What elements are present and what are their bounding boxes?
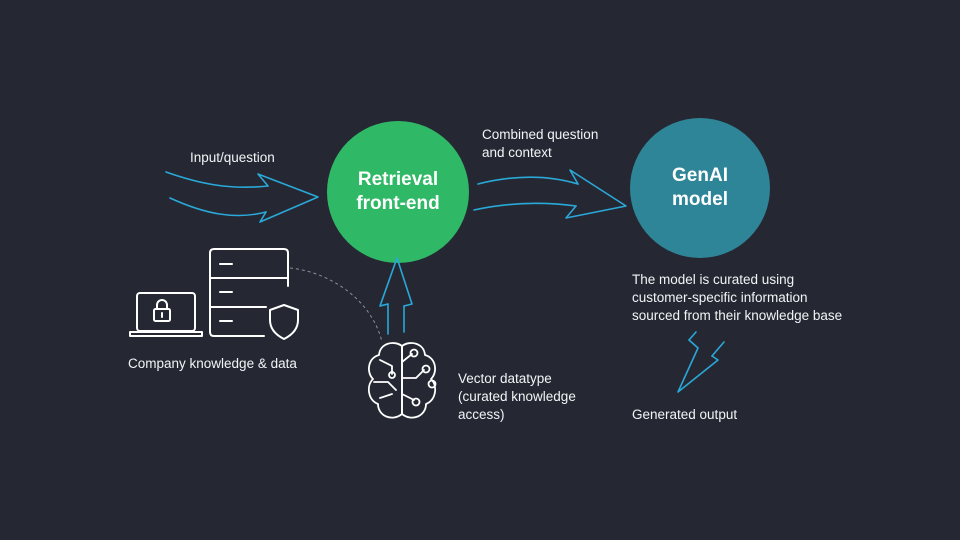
combined-label-line2: and context — [482, 145, 552, 160]
combined-arrow — [473, 169, 627, 219]
combined-question-label: Combined question and context — [482, 126, 598, 162]
company-knowledge-label: Company knowledge & data — [128, 356, 297, 371]
server-shield-icon — [209, 248, 299, 340]
vector-line2: (curated knowledge — [458, 389, 576, 404]
vector-up-arrow — [379, 257, 413, 335]
generated-output-label: Generated output — [632, 407, 738, 422]
curated-line3: sourced from their knowledge base — [632, 308, 843, 323]
retrieval-node-label-line1: Retrieval — [357, 169, 439, 190]
neural-brain-icon — [367, 342, 437, 419]
input-arrow — [165, 171, 319, 223]
dashed-connector — [289, 267, 383, 343]
vector-datatype-label: Vector datatype (curated knowledge acces… — [458, 370, 576, 424]
input-question-label: Input/question — [190, 150, 275, 165]
output-arrow — [677, 331, 725, 393]
genai-model-node: GenAI model — [630, 118, 770, 258]
retrieval-node-label-line2: front-end — [356, 193, 440, 214]
retrieval-front-end-node: Retrieval front-end — [327, 121, 469, 263]
vector-line3: access) — [458, 407, 505, 422]
genai-node-label-line2: model — [672, 189, 728, 210]
curated-line2: customer-specific information — [632, 290, 808, 305]
vector-line1: Vector datatype — [458, 371, 552, 386]
combined-label-line1: Combined question — [482, 127, 599, 142]
laptop-lock-icon — [129, 292, 203, 337]
curated-line1: The model is curated using — [632, 272, 795, 287]
genai-node-label-line1: GenAI — [672, 165, 728, 186]
model-curated-description: The model is curated using customer-spec… — [632, 271, 842, 325]
